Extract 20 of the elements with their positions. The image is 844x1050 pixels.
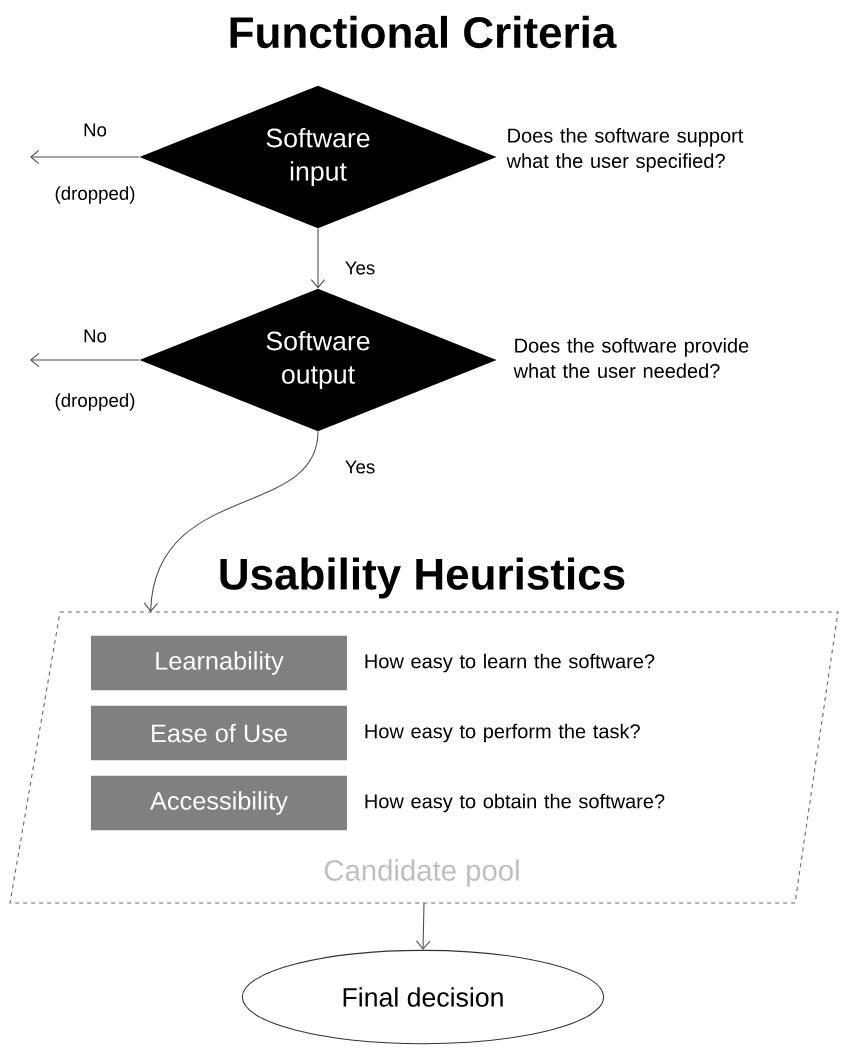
arrow: [416, 902, 431, 950]
edge-label: No: [81, 328, 109, 344]
criterion-box: Ease of Use: [91, 705, 347, 761]
question-text: How easy to learn the software?: [365, 653, 655, 673]
arrow: [30, 352, 140, 368]
edge-label: Yes: [343, 459, 377, 475]
arrow: [143, 431, 319, 612]
question-text: How easy to perform the task?: [365, 723, 640, 743]
arrow: [310, 228, 326, 289]
criterion-box: Learnability: [91, 635, 347, 691]
section-heading: Usability Heuristics: [220, 557, 625, 599]
title: Functional Criteria: [230, 15, 617, 49]
arrow: [30, 149, 140, 165]
question-text: Does the software provide what the user needed?: [513, 338, 749, 378]
question-text: Does the software support what the user specified?: [506, 128, 744, 172]
edge-label: Yes: [343, 260, 377, 276]
question-text: How easy to obtain the software?: [365, 793, 665, 813]
panel-label: Candidate pool: [324, 859, 519, 887]
edge-label: No: [81, 122, 109, 138]
criterion-box: Accessibility: [91, 775, 347, 831]
